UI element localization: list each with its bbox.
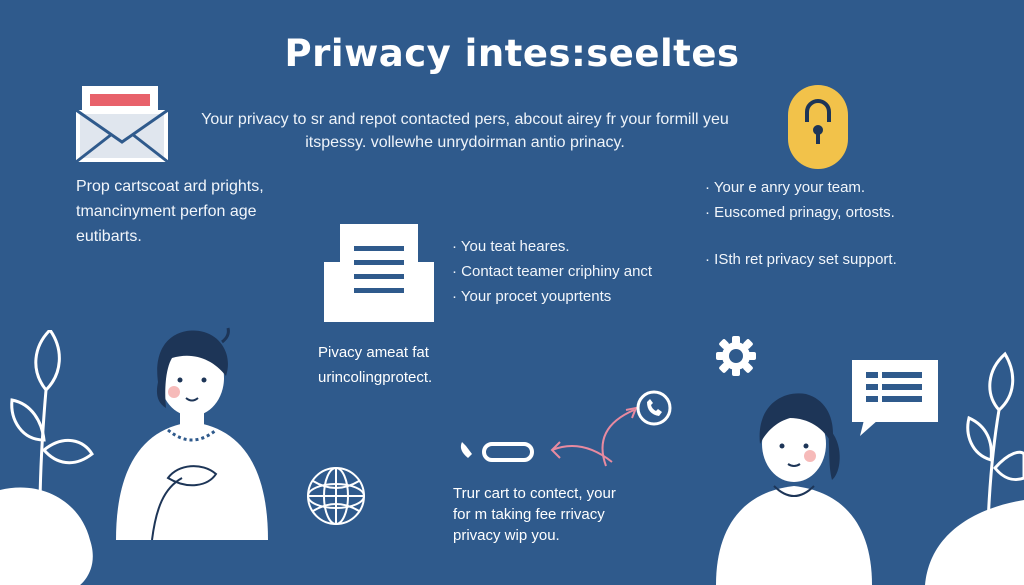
intro-line-2: itspessy. vollewhe unrydoirman antio pri… xyxy=(305,134,625,151)
left-line-3: eutibarts. xyxy=(76,228,142,245)
page-title: Priwacy intes:seeltes xyxy=(284,32,740,75)
globe-icon xyxy=(305,465,367,527)
middle-list-item: · Your procet youprtents xyxy=(452,288,612,305)
bottom-note-line-3: privacy wip you. xyxy=(453,527,560,544)
left-text-block: Prop cartscoat ard prights, tmancinyment… xyxy=(76,174,336,249)
middle-list-item: · Contact teamer criphiny anct xyxy=(452,263,653,280)
bottom-note: Trur cart to contect, your for m taking … xyxy=(453,483,713,546)
woman-illustration xyxy=(112,318,272,540)
middle-feature-list: · You teat heares. · Contact teamer crip… xyxy=(452,234,732,309)
middle-list-item: · You teat heares. xyxy=(452,238,570,255)
document-icon xyxy=(324,222,434,324)
right-feature-list: · Your e anry your team. · Euscomed prin… xyxy=(705,175,1005,272)
middle-note: Pivacy ameat fat urincolingprotect. xyxy=(318,340,538,390)
right-list-item: · Euscomed prinagy, ortosts. xyxy=(705,204,895,221)
plant-illustration-right xyxy=(905,350,1024,585)
chat-bubble-icon xyxy=(848,358,940,438)
right-list-item: · ISth ret privacy set support. xyxy=(705,251,897,268)
right-list-item: · Your e anry your team. xyxy=(705,179,866,196)
middle-note-line-1: Pivacy ameat fat xyxy=(318,344,429,361)
bottom-note-line-2: for m taking fee rrivacy xyxy=(453,506,605,523)
intro-paragraph: Your privacy to sr and repot contacted p… xyxy=(170,108,760,154)
middle-note-line-2: urincolingprotect. xyxy=(318,369,433,386)
padlock-icon xyxy=(787,84,849,170)
phone-icon xyxy=(460,442,534,462)
left-line-1: Prop cartscoat ard prights, xyxy=(76,178,264,195)
plant-illustration-left xyxy=(0,330,120,585)
phone-connection-graphic xyxy=(452,388,682,478)
gear-icon xyxy=(715,335,757,377)
left-line-2: tmancinyment perfon age xyxy=(76,203,257,220)
intro-line-1: Your privacy to sr and repot contacted p… xyxy=(201,111,729,128)
person-illustration xyxy=(712,388,876,585)
envelope-icon xyxy=(72,84,172,166)
bottom-note-line-1: Trur cart to contect, your xyxy=(453,485,616,502)
